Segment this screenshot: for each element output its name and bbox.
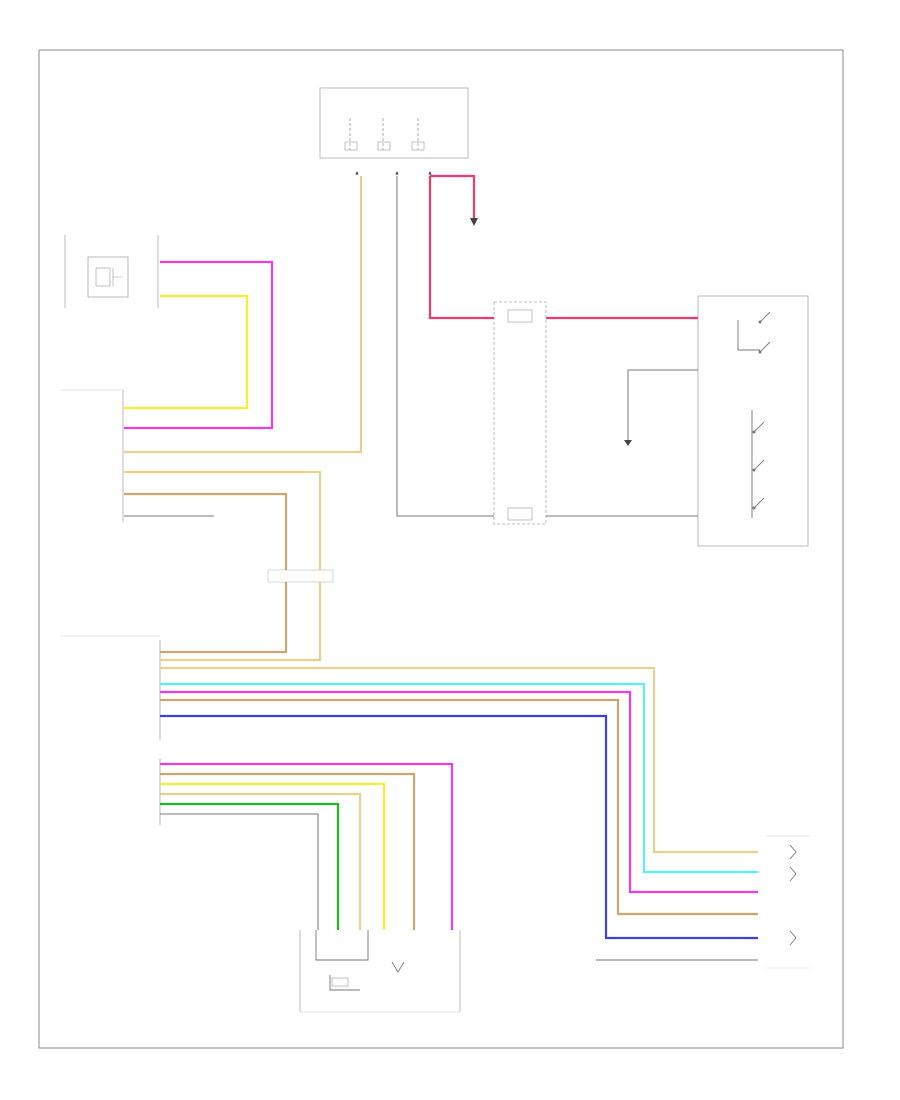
- wire-tan-fuse: [124, 176, 363, 454]
- fuse-block: ▲ ▲ ▲: [319, 87, 469, 176]
- wire-blue-diag: [160, 714, 758, 940]
- wire-pink-pedal: [160, 762, 454, 930]
- engine-control-module: [60, 635, 161, 825]
- wire-yellow-pedal: [160, 782, 386, 930]
- splice-block: [267, 569, 334, 583]
- ground-reference: [470, 218, 478, 226]
- wire-tan-splice: [160, 582, 322, 662]
- wire-tan-tcm: [124, 470, 322, 570]
- wire-red-ground: [430, 174, 476, 218]
- wire-tan-pedal: [160, 792, 362, 930]
- wire-pink-rod: [124, 260, 274, 430]
- wire-red-fuse: [428, 176, 494, 320]
- svg-text:▲: ▲: [395, 171, 399, 176]
- wire-yellow-rod: [124, 294, 249, 410]
- range-switch: [624, 295, 809, 547]
- diagnostic-connector: [766, 835, 810, 969]
- wire-pink-diag: [160, 690, 758, 894]
- wire-green-pedal: [160, 802, 340, 930]
- rod-switch: [64, 235, 159, 308]
- wire-gray-fuse: [396, 176, 494, 517]
- wire-brown-diag: [160, 698, 758, 916]
- wire-brown-pedal: [160, 772, 416, 930]
- wire-gray-pedal: [160, 813, 319, 930]
- wire-brown-tcm: [124, 492, 288, 570]
- transmission-control-module: [60, 389, 124, 522]
- wire-brown-splice: [160, 582, 288, 654]
- svg-text:▲: ▲: [355, 171, 359, 176]
- stoplamp-switch: [493, 301, 547, 525]
- wire-cyan-diag: [160, 682, 758, 874]
- wire-tan-diag: [160, 666, 758, 854]
- pedal-position-sensor: [299, 930, 461, 1013]
- svg-text:▲: ▲: [428, 171, 432, 176]
- diagram-frame: [38, 49, 844, 1049]
